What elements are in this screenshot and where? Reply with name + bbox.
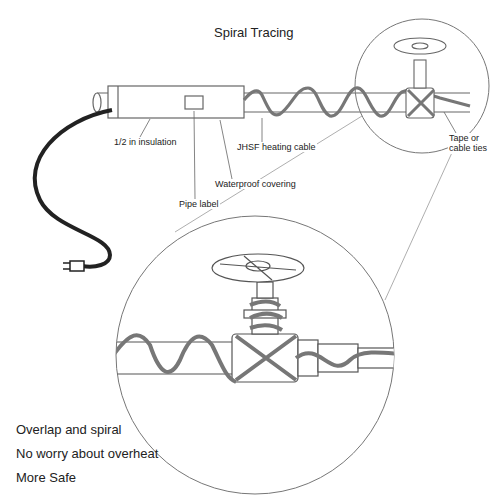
feature-note: Overlap and spiral [16, 423, 122, 438]
power-cord [35, 110, 112, 271]
diagram-title: Spiral Tracing [214, 26, 293, 41]
part-label: JHSF heating cable [236, 142, 317, 152]
pipe-top [93, 86, 470, 118]
leader-line [140, 111, 456, 199]
valve-small [394, 38, 446, 118]
valve-large [110, 254, 400, 382]
feature-note: More Safe [16, 471, 76, 486]
part-label: Tape or cable ties [448, 133, 496, 154]
part-label: Waterproof covering [214, 179, 297, 189]
part-label: 1/2 in insulation [113, 137, 178, 147]
part-label: Pipe label [178, 199, 220, 209]
feature-note: No worry about overheat [16, 447, 158, 462]
